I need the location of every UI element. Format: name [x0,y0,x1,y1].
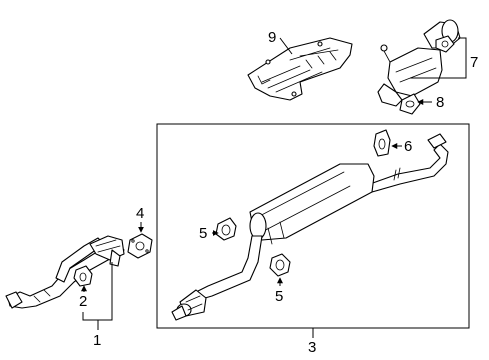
heat-shield-part [247,37,353,101]
callout-7: 7 [470,54,478,71]
catalytic-converter-part [377,19,461,107]
callout-1: 1 [93,332,101,349]
gasket-8-part [399,93,421,115]
callout-5a: 5 [199,225,207,242]
callout-4: 4 [136,205,144,222]
hanger-5a-part [215,217,237,241]
callout-6: 6 [404,138,412,155]
callout-3: 3 [308,339,316,356]
callout-2: 2 [79,293,87,310]
callout-9: 9 [268,29,276,46]
hanger-5b-part [269,253,291,277]
gasket-7-part [435,35,455,53]
muffler-assembly-part [171,133,449,321]
hanger-6-part [373,129,391,157]
front-pipe-part [5,235,125,309]
leader-9 [279,37,293,55]
hanger-2-part [73,265,93,287]
callout-5b: 5 [275,288,283,305]
gasket-4-part [127,233,153,259]
leader-7 [410,37,467,79]
callout-8: 8 [436,94,444,111]
